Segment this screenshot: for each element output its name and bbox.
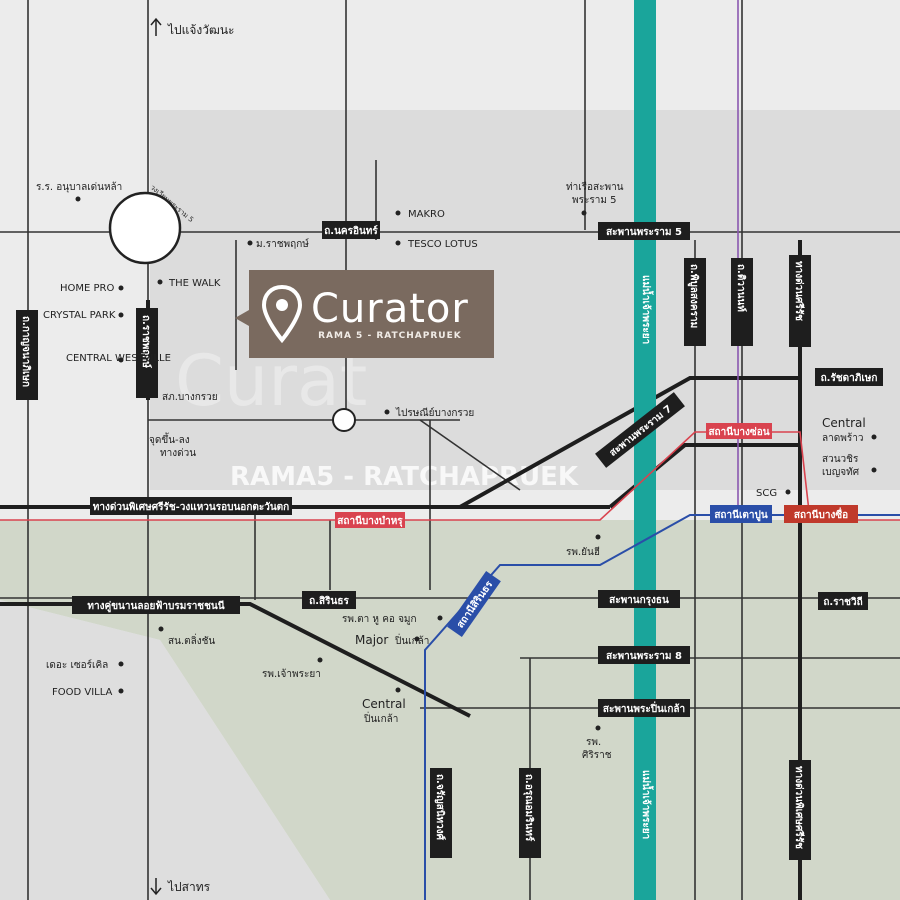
svg-text:ถ.อรุณอมรินทร์: ถ.อรุณอมรินทร์	[523, 774, 535, 842]
road-tag-ratchadaphisek: ถ.รัชดาภิเษก	[815, 368, 883, 386]
svg-text:ถ.ติวานนท์: ถ.ติวานนท์	[735, 264, 747, 312]
direction-north-label: ไปแจ้งวัฒนะ	[167, 23, 235, 37]
small-roundabout	[332, 408, 356, 432]
svg-text:ถ.ราชพฤกษ์: ถ.ราชพฤกษ์	[140, 315, 152, 368]
poi-tha-rua-2: พระราม 5	[572, 195, 616, 206]
background-sign-text: RAMA5 - RATCHAPRUEK	[230, 462, 579, 492]
svg-text:ถ.จรัญสนิทวงศ์: ถ.จรัญสนิทวงศ์	[434, 774, 446, 841]
brand-name: Curator	[311, 286, 469, 332]
arrow-up-icon	[150, 17, 162, 36]
poi-police: สภ.บางกรวย	[162, 392, 218, 403]
svg-text:ถ.สิรินธร: ถ.สิรินธร	[309, 595, 349, 607]
road-tag-tiwanon: ถ.ติวานนท์	[731, 258, 753, 346]
svg-text:สถานีบางซื่อ: สถานีบางซื่อ	[794, 507, 848, 521]
poi-central-ladprao: Central	[822, 416, 866, 430]
svg-text:สถานีบางซ่อน: สถานีบางซ่อน	[708, 426, 769, 438]
road-tag-rama5-bridge: สะพานพระราม 5	[598, 222, 690, 240]
poi-home-pro: HOME PRO	[60, 283, 114, 294]
logo-text: Curator RAMA 5 - RATCHAPRUEK	[311, 287, 469, 341]
poi-central-ladprao-2: ลาดพร้าว	[822, 432, 863, 444]
poi-tesco: TESCO LOTUS	[407, 239, 478, 250]
poi-suan-wachira: สวนวชิร	[822, 454, 859, 465]
poi-central-westville: CENTRAL WESTVILLE	[66, 353, 171, 364]
greenery-backdrop	[0, 520, 900, 900]
location-pin-icon	[261, 284, 303, 344]
svg-text:สะพานกรุงธน: สะพานกรุงธน	[609, 595, 669, 606]
svg-text:ถ.รัชดาภิเษก: ถ.รัชดาภิเษก	[821, 372, 878, 384]
poi-central-pinklao-2: ปิ่นเกล้า	[363, 711, 398, 725]
road-tag-nakhon-in: ถ.นครอินทร์	[322, 221, 380, 239]
poi-the-walk: THE WALK	[168, 278, 221, 289]
poi-the-circle: เดอะ เซอร์เคิล	[46, 659, 108, 671]
road-tag-pinklao-bridge: สะพานพระปิ่นเกล้า	[598, 699, 690, 717]
poi-dots	[75, 196, 877, 731]
road-tag-krungthon-bridge: สะพานกรุงธน	[598, 590, 680, 608]
poi-makro: MAKRO	[408, 209, 445, 220]
svg-text:ทางด่วนศรีรัช: ทางด่วนศรีรัช	[793, 261, 805, 321]
poi-suan-wachira-2: เบญจทัศ	[822, 467, 860, 478]
poi-yanhee: รพ.ยันฮี	[566, 546, 600, 558]
svg-text:สะพานพระราม 8: สะพานพระราม 8	[606, 651, 682, 662]
station-tag-tao-poon: สถานีเตาปูน	[710, 505, 772, 523]
poi-exp-entry: จุดขึ้น-ลง	[149, 432, 190, 446]
direction-south-label: ไปสาทร	[167, 880, 211, 894]
svg-text:ถ.นครอินทร์: ถ.นครอินทร์	[324, 225, 378, 237]
road-tag-prachachuen: ทางด่วนศรีรัช	[789, 255, 811, 347]
road-tag-expressway-si-rat: ทางด่วนพิเศษศรีรัช	[789, 760, 811, 860]
road-tag-arun-amarin: ถ.อรุณอมรินทร์	[519, 768, 541, 858]
road-tag-expressway-outer: ทางด่วนพิเศษศรีรัช-วงแหวนรอบนอกตะวันตก	[90, 497, 292, 515]
svg-text:ทางด่วนพิเศษศรีรัช: ทางด่วนพิเศษศรีรัช	[793, 766, 805, 849]
river-label-north: แม่น้ำเจ้าพระยา	[640, 275, 654, 344]
svg-text:ทางด่วนพิเศษศรีรัช-วงแหวนรอบนอ: ทางด่วนพิเศษศรีรัช-วงแหวนรอบนอกตะวันตก	[93, 501, 289, 513]
poi-ratchaphruek-uni: ม.ราชพฤกษ์	[256, 238, 309, 250]
poi-tha-rua: ท่าเรือสะพาน	[566, 181, 624, 193]
svg-text:ถ.พิบูลสงคราม: ถ.พิบูลสงคราม	[687, 264, 700, 328]
road-tag-phibunsongkhram: ถ.พิบูลสงคราม	[684, 258, 706, 346]
poi-chaophraya-hospital: รพ.เจ้าพระยา	[262, 668, 321, 680]
station-tag-bang-son: สถานีบางซ่อน	[706, 423, 772, 439]
poi-ent-hospital: รพ.ตา หู คอ จมูก	[342, 614, 417, 625]
rama5-roundabout	[108, 191, 182, 265]
svg-text:สถานีเตาปูน: สถานีเตาปูน	[714, 509, 767, 522]
poi-anubal: ร.ร. อนุบาลเด่นหล้า	[36, 181, 122, 193]
road-tag-ratchawithi: ถ.ราชวิถี	[818, 592, 868, 610]
poi-siriraj-2: ศิริราช	[582, 750, 612, 761]
svg-text:สถานีบางบำหรุ: สถานีบางบำหรุ	[337, 515, 403, 527]
poi-crystal-park: CRYSTAL PARK	[43, 310, 116, 321]
river-label-south: แม่น้ำเจ้าพระยา	[640, 770, 654, 839]
poi-exp-entry-2: ทางด่วน	[160, 448, 196, 459]
chao-phraya-river	[634, 0, 656, 900]
poi-scg: SCG	[756, 488, 777, 499]
svg-text:สะพานพระราม 5: สะพานพระราม 5	[606, 227, 682, 238]
poi-siriraj: รพ.	[586, 737, 601, 748]
svg-text:ถ.ราชวิถี: ถ.ราชวิถี	[823, 596, 862, 608]
brand-subtitle: RAMA 5 - RATCHAPRUEK	[318, 331, 462, 341]
station-tag-bang-bamru: สถานีบางบำหรุ	[335, 512, 405, 528]
poi-central-pinklao: Central	[362, 697, 406, 711]
poi-talingchan-station: สน.ตลิ่งชัน	[168, 633, 215, 647]
road-backdrop	[0, 600, 330, 900]
poi-post: ไปรษณีย์บางกรวย	[395, 407, 474, 419]
svg-text:ถ.กาญจนาภิเษก: ถ.กาญจนาภิเษก	[20, 316, 32, 387]
svg-text:สะพานพระปิ่นเกล้า: สะพานพระปิ่นเกล้า	[603, 701, 685, 715]
poi-food-villa: FOOD VILLA	[52, 687, 113, 698]
project-logo-box[interactable]: Curator RAMA 5 - RATCHAPRUEK	[235, 270, 494, 358]
poi-major: Major	[355, 633, 388, 647]
arrow-down-icon	[150, 878, 162, 896]
station-tag-bang-sue: สถานีบางซื่อ	[784, 505, 858, 523]
road-tag-kanchanaphisek: ถ.กาญจนาภิเษก	[16, 310, 38, 400]
road-tag-charan-sanitwong: ถ.จรัญสนิทวงศ์	[430, 768, 452, 858]
svg-text:ทางคู่ขนานลอยฟ้าบรมราชชนนี: ทางคู่ขนานลอยฟ้าบรมราชชนนี	[87, 600, 224, 613]
road-tag-sirindhorn: ถ.สิรินธร	[302, 591, 356, 609]
road-tag-rama8-bridge: สะพานพระราม 8	[598, 646, 690, 664]
road-tag-ratchaphruek: ถ.ราชพฤกษ์	[136, 308, 158, 398]
poi-major-2: ปิ่นเกล้า	[394, 633, 429, 647]
road-tag-borommaratchachonnani: ทางคู่ขนานลอยฟ้าบรมราชชนนี	[72, 596, 240, 614]
